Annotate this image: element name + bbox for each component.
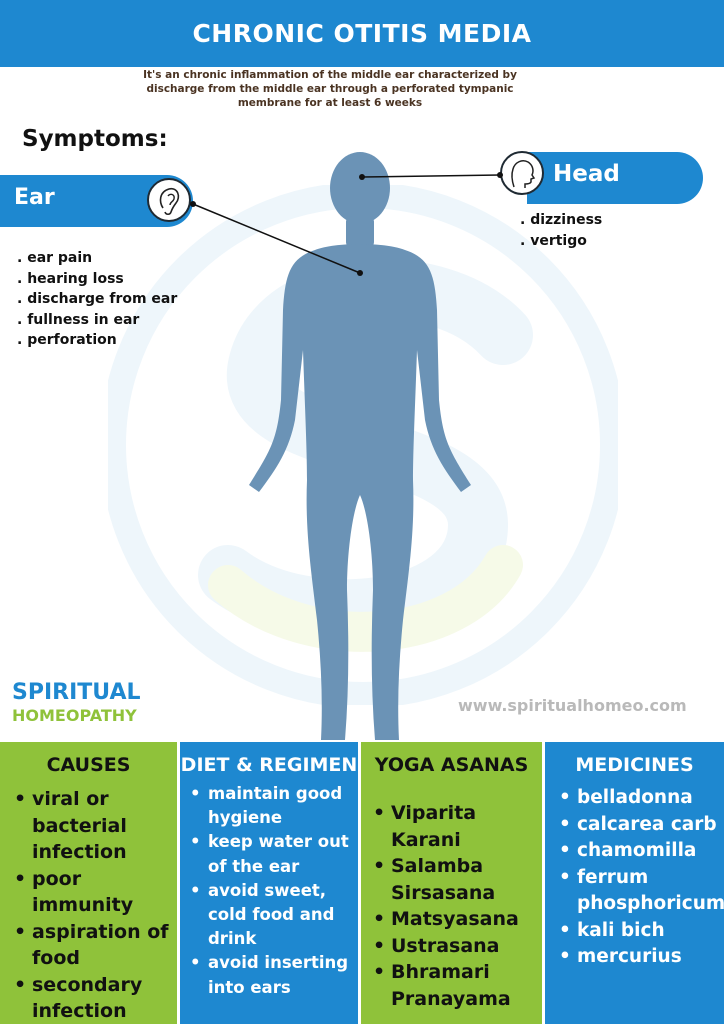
website-url[interactable]: www.spiritualhomeo.com [458,696,687,715]
list-item: . vertigo [520,232,587,249]
brand-name-line2: HOMEOPATHY [12,706,137,725]
list-item: . ear pain [17,250,93,266]
list-item: chamomilla [555,838,724,865]
ear-symptom-list: . ear pain . hearing loss . discharge fr… [17,248,177,351]
causes-title: CAUSES [46,754,131,776]
head-symptom-list: . dizziness . vertigo [520,210,602,251]
list-item: Ustrasana [369,933,539,960]
yoga-asanas-panel: YOGA ASANAS Viparita Karani Salamba Sirs… [361,742,542,1024]
diet-list: maintain good hygiene keep water out of … [186,782,356,1000]
list-item: avoid sweet, cold food and drink [186,879,356,952]
causes-panel: CAUSES viral or bacterial infection poor… [0,742,177,1024]
intro-text: It's an chronic inflammation of the midd… [143,69,517,109]
ear-icon [147,178,191,222]
causes-list: viral or bacterial infection poor immuni… [10,786,175,1024]
head-icon [500,151,544,195]
list-item: . fullness in ear [17,311,140,328]
list-item: poor immunity [10,866,175,919]
list-item: avoid inserting into ears [186,951,356,999]
list-item: aspiration of food [10,919,175,972]
list-item: . hearing loss [17,270,124,287]
head-label-pill: Head [527,152,703,204]
diet-regimen-panel: DIET & REGIMEN maintain good hygiene kee… [180,742,358,1024]
human-body-figure [249,152,471,740]
list-item: Viparita Karani [369,800,539,853]
medicines-panel: MEDICINES belladonna calcarea carb chamo… [545,742,724,1024]
list-item: viral or bacterial infection [10,786,175,866]
medicines-title: MEDICINES [575,754,694,776]
yoga-list: Viparita Karani Salamba Sirsasana Matsya… [369,800,539,1012]
page-title: CHRONIC OTITIS MEDIA [192,19,532,48]
list-item: . dizziness [520,212,603,228]
list-item: Matsyasana [369,906,539,933]
title-banner: CHRONIC OTITIS MEDIA [0,0,724,67]
list-item: calcarea carb [555,812,724,839]
symptoms-heading: Symptoms: [22,126,168,152]
medicines-list: belladonna calcarea carb chamomilla ferr… [555,785,724,971]
list-item: . perforation [17,332,117,348]
list-item: Bhramari Pranayama [369,959,539,1012]
head-label: Head [553,161,620,187]
list-item: keep water out of the ear [186,830,356,878]
brand-name-line1: SPIRITUAL [12,680,141,705]
ear-label: Ear [14,185,55,210]
list-item: ferrum phosphoricum [555,865,724,918]
list-item: maintain good hygiene [186,782,356,830]
list-item: kali bich [555,918,724,945]
list-item: secondary infection [10,972,175,1024]
list-item: mercurius [555,944,724,971]
diet-title: DIET & REGIMEN [180,754,358,776]
yoga-title: YOGA ASANAS [374,754,529,776]
list-item: . discharge from ear [17,291,178,307]
list-item: belladonna [555,785,724,812]
list-item: Salamba Sirsasana [369,853,539,906]
